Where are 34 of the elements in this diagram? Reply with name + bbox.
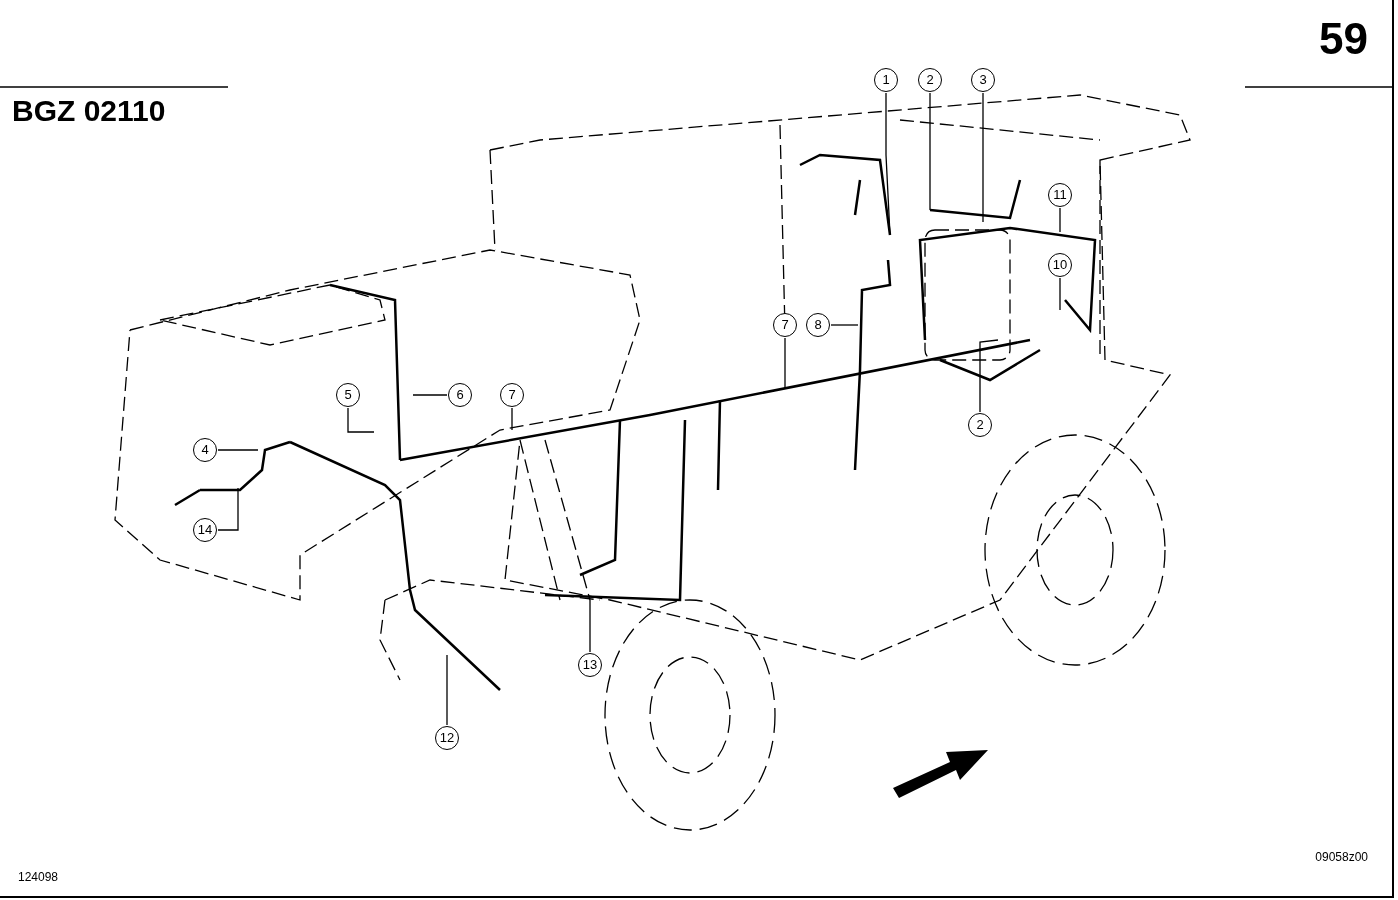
callout-number: 1: [874, 68, 898, 92]
callout-number: 8: [806, 313, 830, 337]
callout-number: 10: [1048, 253, 1072, 277]
leader-line: [347, 407, 375, 433]
leader-line: [446, 654, 448, 726]
callout-number: 12: [435, 726, 459, 750]
leader-line: [1059, 207, 1061, 233]
drawing-code: BGZ 02110: [12, 94, 166, 128]
leader-line: [982, 92, 984, 223]
leader-line: [885, 92, 891, 236]
callout-number: 7: [500, 383, 524, 407]
reference-code: 09058z00: [1315, 850, 1368, 864]
leader-line: [589, 599, 591, 653]
callout-number: 2: [918, 68, 942, 92]
callout-number: 7: [773, 313, 797, 337]
callout-number: 3: [971, 68, 995, 92]
leader-line: [217, 449, 259, 451]
leader-line: [830, 324, 859, 326]
figure-number: 124098: [18, 870, 59, 884]
leader-line: [412, 394, 448, 396]
leader-line: [784, 337, 786, 389]
leader-line: [979, 339, 999, 413]
page-number: 59: [1319, 14, 1368, 64]
callout-number: 5: [336, 383, 360, 407]
leader-line: [1059, 277, 1061, 311]
callout-number: 2: [968, 413, 992, 437]
callout-number: 14: [193, 518, 217, 542]
callout-number: 13: [578, 653, 602, 677]
leader-line: [929, 92, 931, 211]
leader-line: [217, 487, 239, 531]
callout-number: 4: [193, 438, 217, 462]
leader-line: [511, 407, 513, 431]
callout-number: 6: [448, 383, 472, 407]
callout-number: 11: [1048, 183, 1072, 207]
